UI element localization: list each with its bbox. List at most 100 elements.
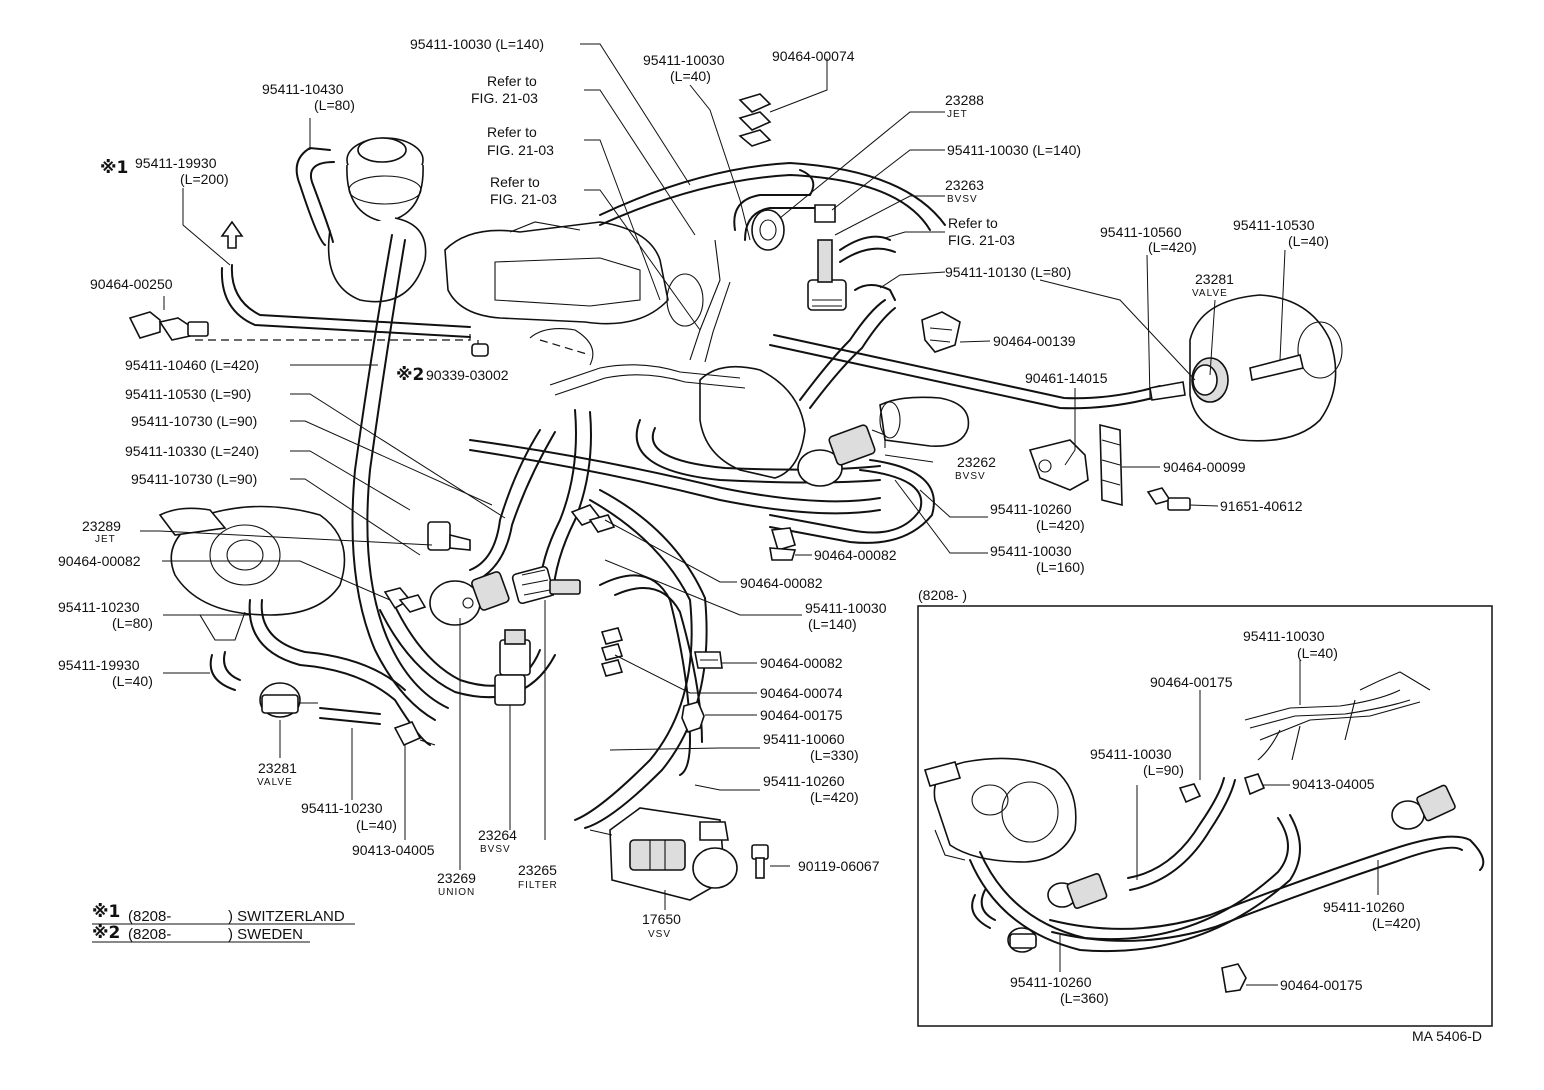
label-10230-bottom: 95411-10230 — [301, 800, 383, 816]
inset-bvsv-right — [1391, 784, 1456, 830]
label-10260-right: 95411-10260 — [990, 501, 1072, 517]
label-10130: 95411-10130 (L=80) — [945, 264, 1071, 280]
inset-clamp-00175 — [1178, 783, 1202, 804]
label-00099: 90464-00099 — [1163, 459, 1246, 475]
inset-label-04005: 90413-04005 — [1292, 776, 1375, 792]
label-23288: 23288 — [945, 92, 984, 108]
inset-label-10030-90-len: (L=90) — [1143, 762, 1184, 778]
bvsv-23264 — [494, 629, 531, 706]
label-10530-90: 95411-10530 (L=90) — [125, 386, 251, 402]
label-10560-len: (L=420) — [1148, 239, 1197, 255]
label-23289-sub: JET — [95, 534, 116, 545]
label-10060-len: (L=330) — [810, 747, 859, 763]
label-10030-40-top: 95411-10030 — [643, 52, 725, 68]
label-23281-left: 23281 — [258, 760, 297, 776]
label-23264: 23264 — [478, 827, 517, 843]
clamp-00082-mid — [769, 527, 797, 561]
footnote-2-mark: ※2 — [92, 923, 120, 943]
inset-valve — [1007, 927, 1037, 953]
clamp-00250 — [128, 311, 209, 341]
label-star1: ※1 — [100, 158, 128, 178]
label-10030-140-center-len: (L=140) — [808, 616, 857, 632]
inset-panel: (8208- ) — [917, 587, 1493, 1027]
label-23281-right-sub: VALVE — [1192, 288, 1228, 299]
intake-manifold — [699, 365, 970, 479]
components — [128, 93, 1304, 901]
label-refer3-a: Refer to — [490, 174, 540, 190]
inset-label-10260-right-len: (L=420) — [1372, 915, 1421, 931]
bvsv-23263 — [807, 204, 847, 311]
label-14015: 90461-14015 — [1025, 370, 1108, 386]
fitting-04005-left — [393, 721, 422, 747]
label-10730-90b: 95411-10730 (L=90) — [131, 471, 257, 487]
filter-23265 — [511, 565, 581, 605]
label-00082-mid: 90464-00082 — [814, 547, 897, 563]
inset-label-10260-right: 95411-10260 — [1323, 899, 1405, 915]
label-star2: ※2 — [396, 365, 424, 385]
bvsv-23262 — [797, 424, 886, 487]
clamp-00074-center — [600, 627, 624, 677]
clamp-00175-center — [681, 701, 705, 733]
label-23281-left-sub: VALVE — [257, 777, 293, 788]
label-06067: 90119-06067 — [798, 858, 880, 874]
label-10030-160-len: (L=160) — [1036, 559, 1085, 575]
bolt-40612 — [1146, 487, 1191, 511]
jet-23288 — [751, 209, 785, 251]
label-23269: 23269 — [437, 870, 476, 886]
label-refer2-b: FIG. 21-03 — [487, 142, 554, 158]
carburetor-body — [444, 221, 704, 366]
vsv-17650 — [589, 807, 738, 901]
label-refer1-a: Refer to — [487, 73, 537, 89]
label-10560: 95411-10560 — [1100, 224, 1182, 240]
label-00250: 90464-00250 — [90, 276, 173, 292]
turbo-housing — [158, 505, 346, 641]
leader-lines — [140, 43, 1286, 910]
label-17650: 17650 — [642, 911, 681, 927]
label-23265: 23265 — [518, 862, 557, 878]
label-19930-bottom: 95411-19930 — [58, 657, 140, 673]
inset-label-10260-bottom: 95411-10260 — [1010, 974, 1092, 990]
label-10030-140-center: 95411-10030 — [805, 600, 887, 616]
clamp-00082-left — [383, 587, 427, 613]
label-00175-center: 90464-00175 — [760, 707, 843, 723]
part-labels: 95411-10030 (L=140) 95411-10030 (L=40) 9… — [58, 36, 1329, 940]
flow-arrow-icon — [220, 220, 244, 249]
label-10730-90a: 95411-10730 (L=90) — [131, 413, 257, 429]
label-10030-160: 95411-10030 — [990, 543, 1072, 559]
label-00074-center: 90464-00074 — [760, 685, 843, 701]
label-17650-sub: VSV — [648, 929, 671, 940]
label-23269-sub: UNION — [438, 887, 475, 898]
label-23265-sub: FILTER — [518, 880, 558, 891]
clamp-00139 — [921, 311, 961, 353]
label-23281-right: 23281 — [1195, 271, 1234, 287]
label-10030-140-right: 95411-10030 (L=140) — [947, 142, 1081, 158]
hoses — [195, 146, 1161, 829]
label-23263: 23263 — [945, 177, 984, 193]
label-19930-bottom-len: (L=40) — [112, 673, 153, 689]
footnote-2-region: ) SWEDEN — [228, 926, 303, 943]
label-23264-sub: BVSV — [480, 844, 511, 855]
label-23262-sub: BVSV — [955, 471, 986, 482]
footnotes: ※1 (8208- ) SWITZERLAND ※2 (8208- ) SWED… — [92, 902, 355, 943]
label-refer4-b: FIG. 21-03 — [948, 232, 1015, 248]
union-23269 — [429, 571, 510, 626]
inset-turbo — [923, 757, 1077, 863]
inset-label-00175: 90464-00175 — [1150, 674, 1233, 690]
label-10530-right: 95411-10530 — [1233, 217, 1315, 233]
label-10230-bottom-len: (L=40) — [356, 817, 397, 833]
footnote-1-mark: ※1 — [92, 902, 120, 922]
clamp-00074-top — [738, 93, 772, 147]
plug-03002 — [471, 343, 489, 357]
label-40612: 91651-40612 — [1220, 498, 1303, 514]
inset-bvsv — [1047, 873, 1108, 909]
vacuum-canister — [327, 137, 427, 303]
clamp-00099 — [1099, 423, 1123, 507]
label-19930-len: (L=200) — [180, 171, 229, 187]
footnote-1-region: ) SWITZERLAND — [228, 908, 345, 925]
figure-reference: MA 5406-D — [1412, 1028, 1482, 1044]
label-10530-right-len: (L=40) — [1288, 233, 1329, 249]
label-10260-center-len: (L=420) — [810, 789, 859, 805]
inset-clamp-00175-bottom — [1221, 963, 1247, 993]
inset-title: (8208- ) — [918, 587, 967, 603]
label-00082-left: 90464-00082 — [58, 553, 141, 569]
